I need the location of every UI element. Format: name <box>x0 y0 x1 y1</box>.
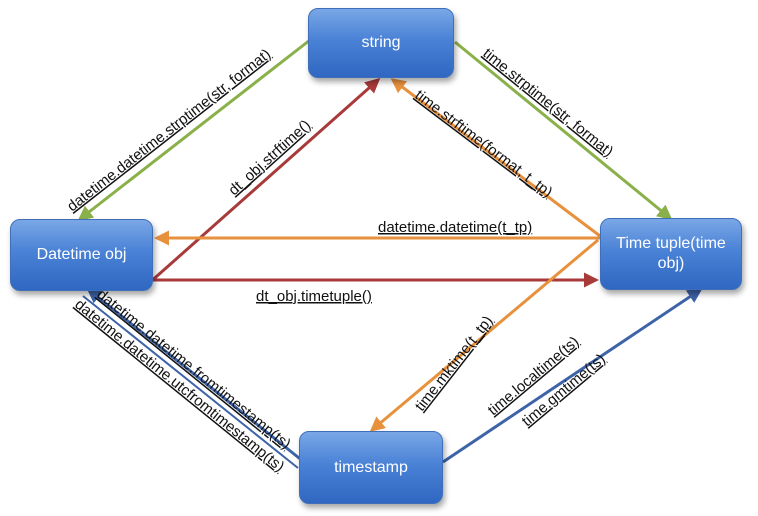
label-mktime: time.mktime(t_tp) <box>412 313 497 415</box>
arrow-timestamp-to-tuple <box>442 288 703 464</box>
arrow-tuple-to-timestamp <box>369 238 599 432</box>
label-datetime-from-tuple: datetime.datetime(t_tp) <box>378 219 532 236</box>
node-time-tuple: Time tuple(time obj) <box>600 218 742 290</box>
arrow-datetime-to-string <box>147 78 381 286</box>
node-string: string <box>308 8 454 78</box>
arrow-string-to-tuple <box>454 40 673 220</box>
label-time-strftime: time.strftime(format, t_tp) <box>412 87 556 201</box>
arrow-string-to-datetime <box>77 38 311 221</box>
node-datetime-obj: Datetime obj <box>10 219 153 291</box>
node-timestamp-label: timestamp <box>334 458 408 476</box>
arrow-timestamp-to-datetime-utc <box>82 295 299 469</box>
label-gmtime: time.gmtime(ts) <box>519 351 609 430</box>
label-timetuple: dt_obj.timetuple() <box>256 288 372 305</box>
label-utcfromtimestamp: datetime.datetime.utcfromtimestamp(ts) <box>71 296 287 476</box>
arrow-tuple-to-string <box>390 78 601 238</box>
node-timestamp: timestamp <box>299 431 443 504</box>
node-datetime-obj-label: Datetime obj <box>36 246 127 263</box>
label-fromtimestamp: datetime.datetime.fromtimestamp(ts) <box>93 286 294 453</box>
label-time-strptime: time.strptime(str, format) <box>479 45 616 160</box>
arrow-timestamp-to-datetime <box>86 288 305 464</box>
node-time-tuple-label: Time tuple(time obj) <box>616 235 726 272</box>
node-string-label: string <box>361 34 401 51</box>
label-dt-strftime: dt_obj.strftime() <box>225 117 314 199</box>
